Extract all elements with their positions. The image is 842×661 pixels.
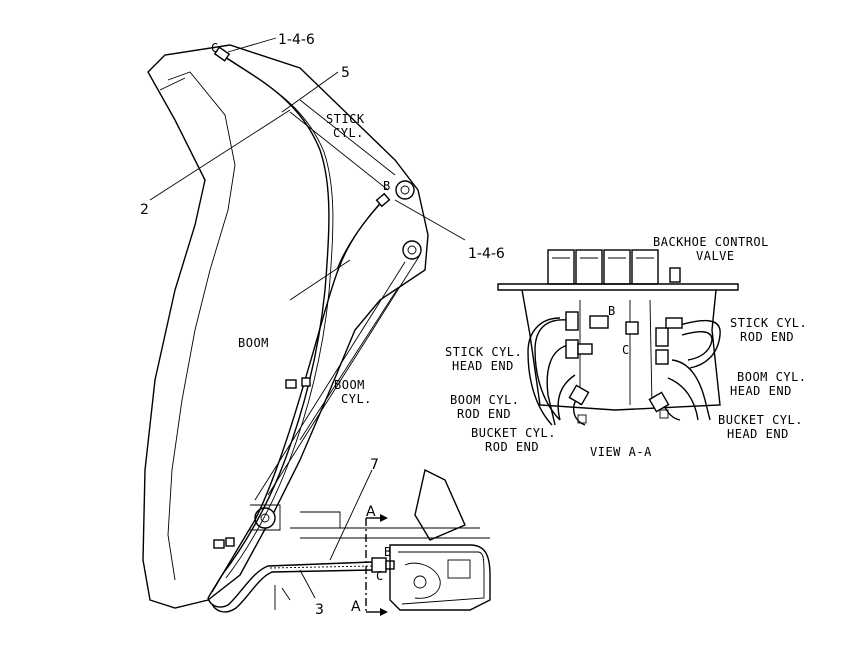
section-a-marker xyxy=(365,514,388,616)
label-stick-cyl-1: STICK xyxy=(326,112,365,126)
label-boom-head-1: BOOM CYL. xyxy=(737,370,807,384)
label-boom-cyl-2: CYL. xyxy=(341,392,372,406)
label-stick-cyl-2: CYL. xyxy=(333,126,364,140)
label-boom-rod-2: ROD END xyxy=(457,407,511,421)
frame-lower xyxy=(274,468,491,611)
label-bucket-rod-2: ROD END xyxy=(485,440,539,454)
label-boom-head-2: HEAD END xyxy=(730,384,792,398)
label-stick-head-2: HEAD END xyxy=(452,359,514,373)
label-view: VIEW A-A xyxy=(590,445,652,459)
port-b-view: B xyxy=(608,304,616,318)
port-letters: C B B C B C xyxy=(211,41,630,583)
section-a-bottom: A xyxy=(351,599,361,615)
leader-lines xyxy=(149,37,466,599)
hose-7-3 xyxy=(207,557,395,613)
callout-top-part: 1-4-6 xyxy=(278,32,315,48)
callout-hose-7: 7 xyxy=(370,457,379,473)
port-c-low: C xyxy=(376,569,384,583)
label-stick-rod-1: STICK CYL. xyxy=(730,316,807,330)
label-boom: BOOM xyxy=(238,336,269,350)
boom-structure xyxy=(142,44,429,609)
label-valve-1: BACKHOE CONTROL xyxy=(653,235,769,249)
callout-hose-2: 2 xyxy=(140,202,149,218)
label-bucket-head-2: HEAD END xyxy=(727,427,789,441)
label-stick-rod-2: ROD END xyxy=(740,330,794,344)
callout-numbers: 1-4-6 5 2 1-4-6 7 3 xyxy=(140,32,505,618)
label-bucket-rod-1: BUCKET CYL. xyxy=(471,426,556,440)
callout-hose-5: 5 xyxy=(341,65,350,81)
port-b-low: B xyxy=(384,545,392,559)
callout-mid-part: 1-4-6 xyxy=(468,246,505,262)
component-labels: STICK CYL. BOOM BOOM CYL. BACKHOE CONTRO… xyxy=(238,112,807,459)
callout-hose-3: 3 xyxy=(315,602,324,618)
port-b-mid: B xyxy=(383,179,391,193)
port-c-top: C xyxy=(211,41,219,55)
section-a-top: A xyxy=(366,504,376,520)
label-bucket-head-1: BUCKET CYL. xyxy=(718,413,803,427)
section-letters: A A xyxy=(351,504,376,615)
label-valve-2: VALVE xyxy=(696,249,735,263)
port-c-view: C xyxy=(622,343,630,357)
label-boom-cyl-1: BOOM xyxy=(334,378,365,392)
hose-5 xyxy=(207,54,334,599)
hose-clamps xyxy=(213,46,391,549)
label-stick-head-1: STICK CYL. xyxy=(445,345,522,359)
label-boom-rod-1: BOOM CYL. xyxy=(450,393,520,407)
control-valve-view xyxy=(497,249,739,426)
